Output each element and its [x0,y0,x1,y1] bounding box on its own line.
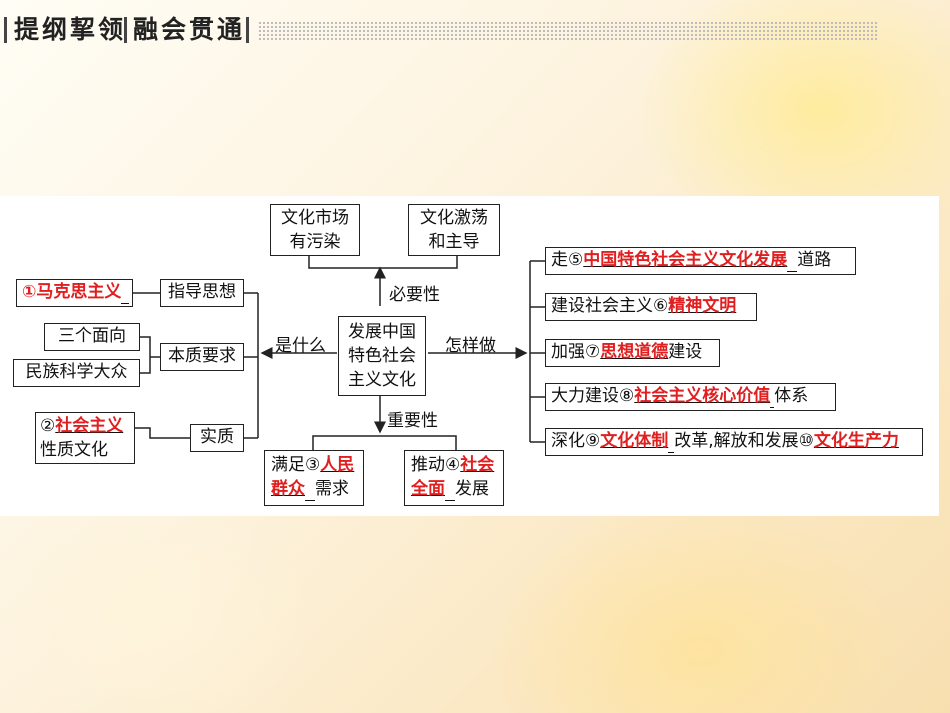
answer-text: 社会 [460,455,495,475]
edge-label-necessity: 必要性 [389,285,440,305]
box-text: 实质 [200,427,234,447]
header-title-left: 提纲挈领 [14,15,127,44]
edge-label-what: 是什么 [275,336,326,356]
center-topic-line: 发展中国 [348,322,416,342]
connector-lines [133,254,545,452]
box-text: 满足③ [271,455,321,475]
header-dotted-bar [258,21,878,40]
box-text: 大力建设⑧ [551,386,635,406]
essence-box: 本质要求 [160,343,244,371]
box-text: 三个面向 [58,326,126,346]
box-line: 文化激荡 [420,208,488,228]
box-text: 需求 [315,479,349,499]
box-text: 建设社会主义⑥ [551,296,669,316]
how-item-box: 建设社会主义⑥精神文明 [545,293,757,321]
box-text: 发展 [455,479,489,499]
box-text: 本质要求 [168,346,236,366]
section-header: 提纲挈领 融会贯通 [0,14,950,54]
concept-map: 发展中国 特色社会 主义文化 必要性 重要性 是什么 怎样做 文化市场 有污染 … [0,196,939,516]
center-topic-line: 特色社会 [348,346,416,366]
answer-text: 全面 [411,479,445,499]
center-topic-box: 发展中国 特色社会 主义文化 [338,316,426,396]
guide-answer-box: ①马克思主义 [16,279,133,307]
box-text: ② [40,416,56,436]
answer-text: 人民 [320,455,355,475]
box-text: 体系 [774,386,809,406]
box-text: 指导思想 [168,282,236,302]
importance-box: 推动④社会 全面发展 [404,450,504,506]
answer-text: 社会主义 [55,416,124,436]
box-line: 和主导 [428,232,480,252]
necessity-box: 文化激荡 和主导 [408,204,500,256]
center-topic-line: 主义文化 [348,370,416,390]
importance-box: 满足③人民 群众需求 [264,450,364,506]
answer-text: 群众 [271,479,305,499]
box-line: 有污染 [289,232,341,252]
box-text: 建设 [668,342,703,362]
how-item-box: 走⑤中国特色社会主义文化发展道路 [545,247,856,275]
box-line: 文化市场 [281,208,349,228]
box-text: 加强⑦ [551,342,601,362]
box-text: 民族科学大众 [25,362,128,382]
answer-text: 思想道德 [600,342,669,362]
nature-answer-box: ②社会主义 性质文化 [35,412,135,464]
header-divider [246,17,249,43]
how-item-box: 加强⑦思想道德建设 [545,339,720,367]
answer-text: 社会主义核心价值 [634,386,771,406]
box-text: 深化⑨ [551,431,601,451]
header-divider [4,17,7,43]
edge-label-how: 怎样做 [445,336,496,356]
answer-text: ①马克思主义 [22,282,122,302]
answer-text: 文化生产力 [813,431,899,451]
box-text: 推动④ [411,455,461,475]
box-text: 道路 [797,250,832,270]
how-item-box: 大力建设⑧社会主义核心价值体系 [545,383,836,411]
essence-item-box: 民族科学大众 [13,359,140,387]
necessity-box: 文化市场 有污染 [270,204,360,256]
answer-text: 中国特色社会主义文化发展 [583,250,788,270]
answer-text: 文化体制 [600,431,669,451]
box-text: 改革,解放和发展⑩ [674,431,814,451]
answer-text: 精神文明 [668,296,737,316]
how-item-box: 深化⑨文化体制改革,解放和发展⑩文化生产力 [545,428,923,456]
box-text: 走⑤ [551,250,584,270]
header-title-right: 融会贯通 [133,15,246,44]
edge-label-importance: 重要性 [387,411,438,431]
header-divider [124,17,127,43]
box-text: 性质文化 [40,440,108,460]
guide-thought-box: 指导思想 [160,279,244,307]
essence-item-box: 三个面向 [44,323,140,351]
nature-box: 实质 [190,424,244,452]
